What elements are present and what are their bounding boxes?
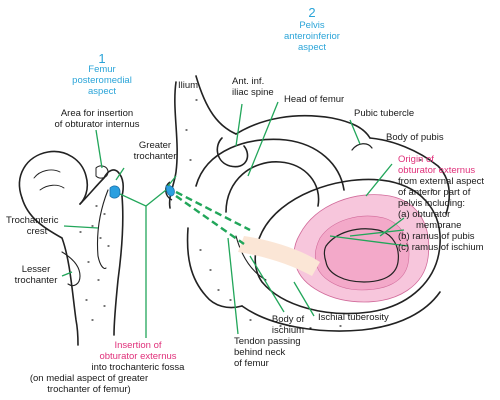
panel1-title-line1: Femur: [62, 64, 142, 75]
label-tendon-line3: of femur: [234, 358, 269, 369]
label-body-ischium-line2: ischium: [258, 325, 318, 336]
leader-insertion-2: [146, 190, 166, 206]
label-insertion-line3: into trochanteric fossa: [68, 362, 208, 373]
label-body-of-pubis: Body of pubis: [386, 132, 444, 143]
label-trochanteric-crest-line2: crest: [6, 226, 68, 237]
femur-shaft-lateral: [114, 196, 123, 335]
label-origin-a-line2: membrane: [416, 220, 461, 231]
label-origin-line2: obturator externus: [398, 165, 475, 176]
obturator-externus-insertion-area: [110, 186, 120, 198]
label-origin-a-line1: (a) obturator: [398, 209, 450, 220]
panel2-title-line3: aspect: [272, 42, 352, 53]
panel1-title-line2: posteromedial: [62, 75, 142, 86]
label-origin-line5: pelvis including:: [398, 198, 465, 209]
leader-ischial-tuberosity: [294, 282, 314, 316]
panel2-title-line2: anteroinferior: [272, 31, 352, 42]
label-insertion-line4: (on medial aspect of greater: [4, 373, 174, 384]
femur-head-shading: [34, 170, 64, 190]
label-ant-inf-line1: Ant. inf.: [232, 76, 264, 87]
leader-area-insertion: [96, 130, 102, 168]
label-origin-line3: from external aspect: [398, 176, 484, 187]
label-tendon-line2: behind neck: [234, 347, 285, 358]
label-area-insertion-line2: of obturator internus: [42, 119, 152, 130]
label-lesser-trochanter-line1: Lesser: [8, 264, 64, 275]
label-origin-line4: of anterior part of: [398, 187, 470, 198]
superior-pubic-margin: [236, 116, 370, 138]
leader-tendon: [228, 238, 238, 334]
leader-body-ischium: [250, 256, 284, 312]
pubic-tubercle-outline: [352, 144, 372, 150]
label-head-of-femur: Head of femur: [284, 94, 344, 105]
label-tendon-line1: Tendon passing: [234, 336, 301, 347]
panel2-title-line1: Pelvis: [272, 20, 352, 31]
label-origin-b: (b) ramus of pubis: [398, 231, 475, 242]
label-origin-c: (c) ramus of ischium: [398, 242, 484, 253]
label-area-insertion-line1: Area for insertion: [42, 108, 152, 119]
label-greater-trochanter-line1: Greater: [120, 140, 190, 151]
label-trochanteric-crest-line1: Trochanteric: [6, 215, 58, 226]
label-body-ischium-line1: Body of: [258, 314, 318, 325]
leader-insertion: [120, 194, 146, 338]
label-insertion-line1: Insertion of: [78, 340, 198, 351]
panel2-number: 2: [302, 6, 322, 20]
trochanteric-crest-ridge: [97, 190, 108, 269]
label-lesser-trochanter-line2: trochanter: [8, 275, 64, 286]
femoral-head-in-socket: [226, 162, 319, 212]
femur-stipple: [80, 206, 109, 320]
leader-pubic-tubercle: [350, 120, 360, 144]
label-origin-line1: Origin of: [398, 154, 434, 165]
ilium-inner-line: [196, 76, 236, 134]
label-ilium: Ilium: [178, 80, 198, 91]
label-greater-trochanter-line2: trochanter: [120, 151, 190, 162]
femur-head-outline: [20, 152, 88, 204]
acetabulum-rim: [196, 139, 344, 190]
femur-drawing: [20, 152, 124, 345]
label-ischial-tuberosity: Ischial tuberosity: [318, 312, 389, 323]
label-ant-inf-line2: iliac spine: [232, 87, 274, 98]
panel1-title-line3: aspect: [62, 86, 142, 97]
label-insertion-line2: obturator externus: [78, 351, 198, 362]
leader-ant-inf-spine: [236, 104, 242, 146]
label-pubic-tubercle: Pubic tubercle: [354, 108, 414, 119]
label-insertion-line5: trochanter of femur): [4, 384, 174, 395]
